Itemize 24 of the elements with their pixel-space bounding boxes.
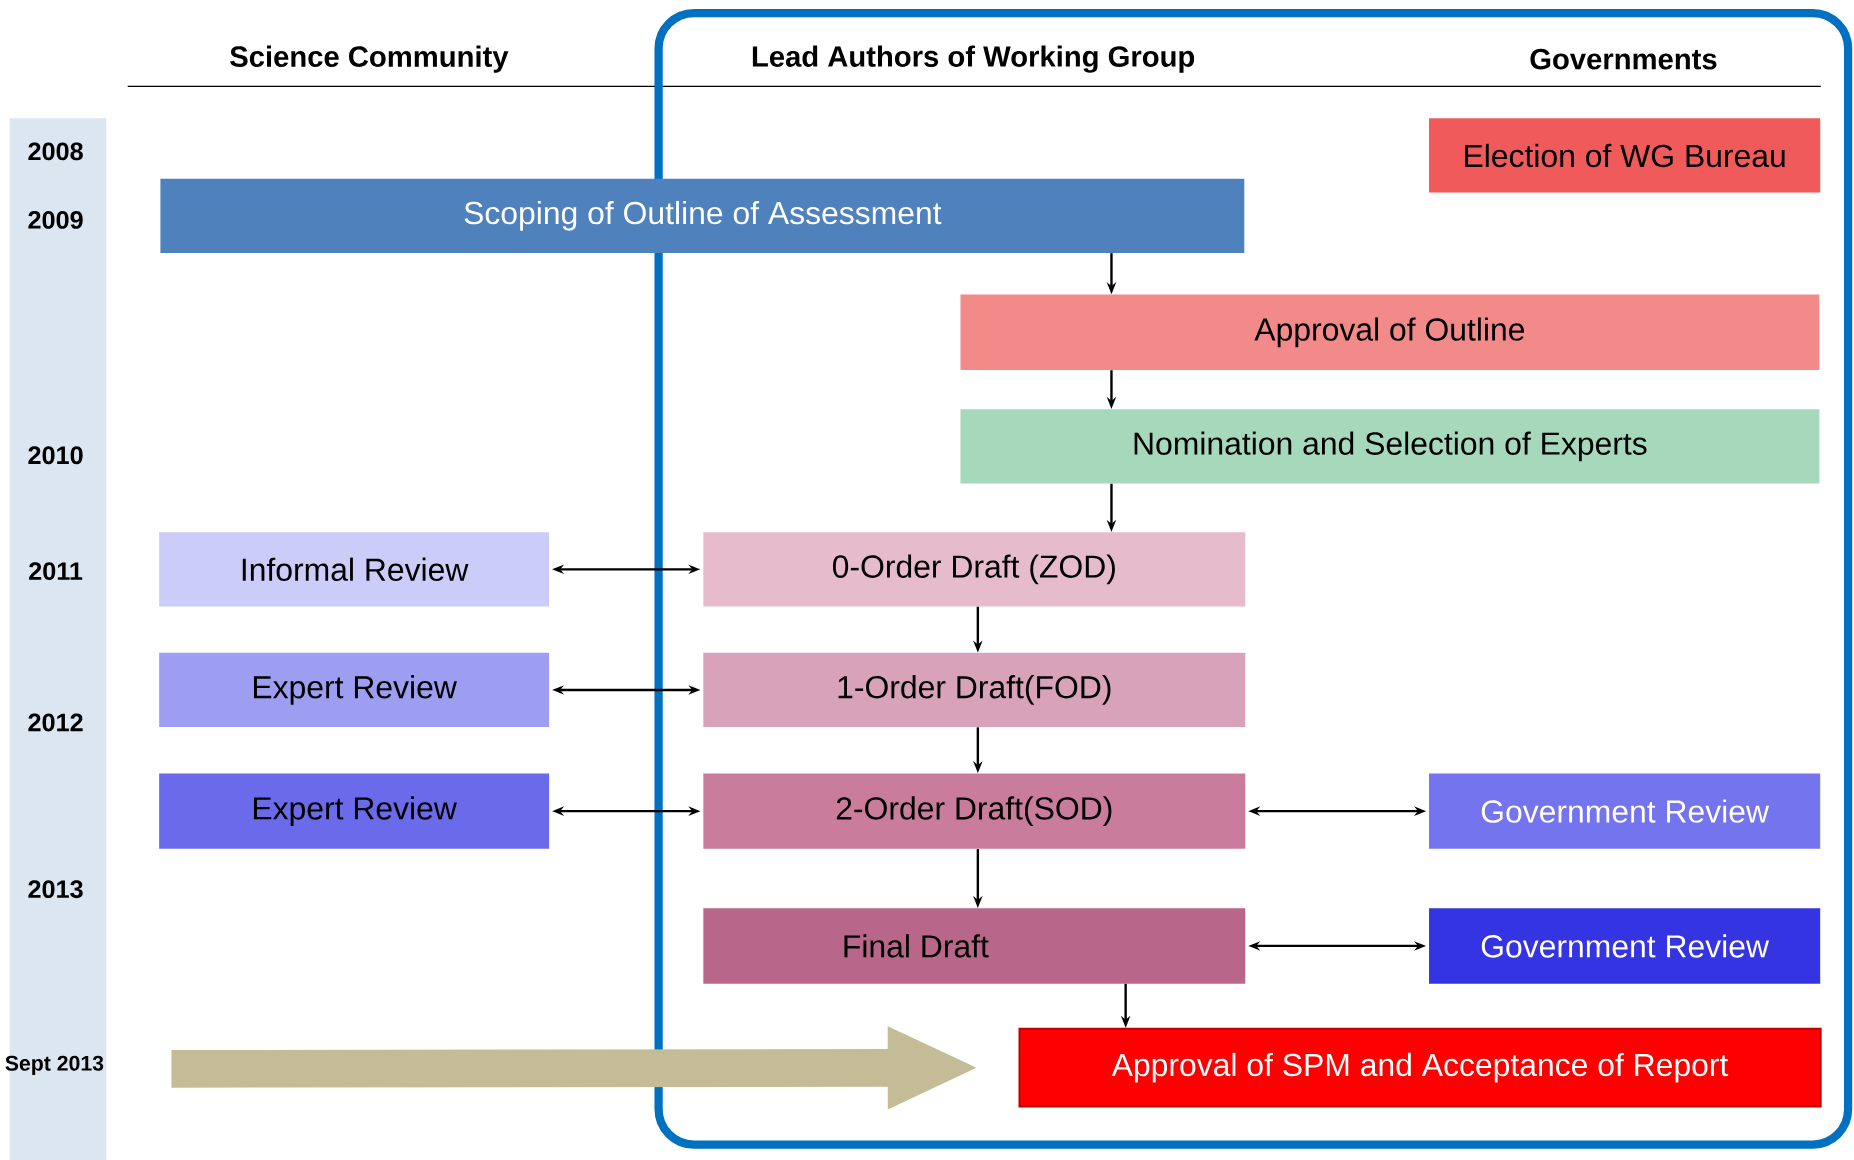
process-box: Nomination and Selection of Experts xyxy=(960,409,1820,484)
process-box: Final Draft xyxy=(703,908,1246,984)
column-heading: Governments xyxy=(1530,48,1717,70)
column-heading: Lead Authors of Working Group xyxy=(752,45,1195,73)
year-label: 2010 xyxy=(28,446,83,465)
column-heading: Science Community xyxy=(230,45,509,73)
process-box: 2-Order Draft(SOD) xyxy=(703,773,1246,849)
process-box: Scoping of Outline of Assessment xyxy=(160,178,1245,253)
process-box: Expert Review xyxy=(159,652,550,728)
year-label: 2013 xyxy=(28,880,83,899)
process-box: 1-Order Draft(FOD) xyxy=(703,652,1246,728)
year-label: 2009 xyxy=(28,211,83,229)
year-label: 2011 xyxy=(29,562,83,581)
process-box: Expert Review xyxy=(159,773,550,849)
process-box: Government Review xyxy=(1429,908,1821,984)
process-box: Election of WG Bureau xyxy=(1429,118,1821,193)
process-box: Informal Review xyxy=(159,532,550,607)
year-label: Sept 2013 xyxy=(5,1055,104,1075)
year-label: 2012 xyxy=(28,713,83,732)
process-box: Approval of SPM and Acceptance of Report xyxy=(1018,1027,1822,1108)
process-box: 0-Order Draft (ZOD) xyxy=(703,532,1246,607)
process-box: Approval of Outline xyxy=(960,294,1820,370)
process-box: Government Review xyxy=(1429,773,1821,849)
year-label: 2008 xyxy=(28,142,83,161)
